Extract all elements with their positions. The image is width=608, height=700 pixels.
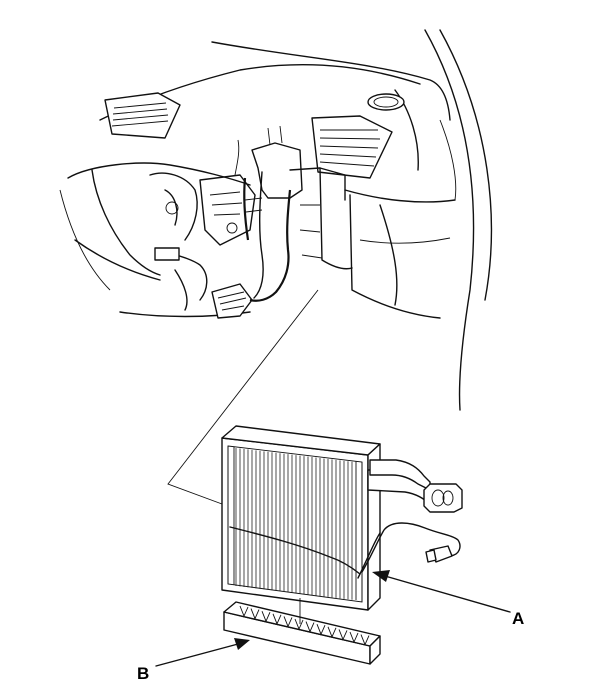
- callout-a-label: A: [512, 609, 524, 628]
- left-air-vent: [104, 92, 181, 139]
- bottom-tooth: [327, 626, 337, 638]
- heater-unit-mechanism: [149, 139, 263, 319]
- evaporator-bottom-part: [223, 601, 381, 665]
- callout-b-label: B: [137, 664, 149, 683]
- center-air-vent: [311, 115, 393, 179]
- bottom-tooth: [338, 629, 348, 641]
- bottom-tooth: [250, 608, 260, 620]
- bottom-tooth: [316, 624, 326, 636]
- evaporator-fins: [235, 448, 353, 600]
- bottom-tooth: [349, 631, 359, 644]
- callout-a: A: [372, 570, 524, 628]
- callout-b: B: [137, 638, 250, 683]
- refrigerant-pipe-assembly: [367, 459, 463, 513]
- round-vent: [367, 93, 405, 111]
- bottom-tooth: [283, 616, 293, 628]
- bottom-tooth: [305, 621, 315, 633]
- evaporator-temperature-sensor: [357, 522, 461, 579]
- bottom-tooth: [272, 613, 282, 625]
- guide-line: [167, 289, 319, 505]
- bottom-tooth: [360, 634, 370, 646]
- evaporator-core: [221, 425, 381, 611]
- bottom-tooth: [294, 618, 304, 631]
- dashboard-assembly: [59, 29, 493, 411]
- bottom-tooth: [239, 605, 249, 618]
- bottom-tooth: [261, 611, 271, 623]
